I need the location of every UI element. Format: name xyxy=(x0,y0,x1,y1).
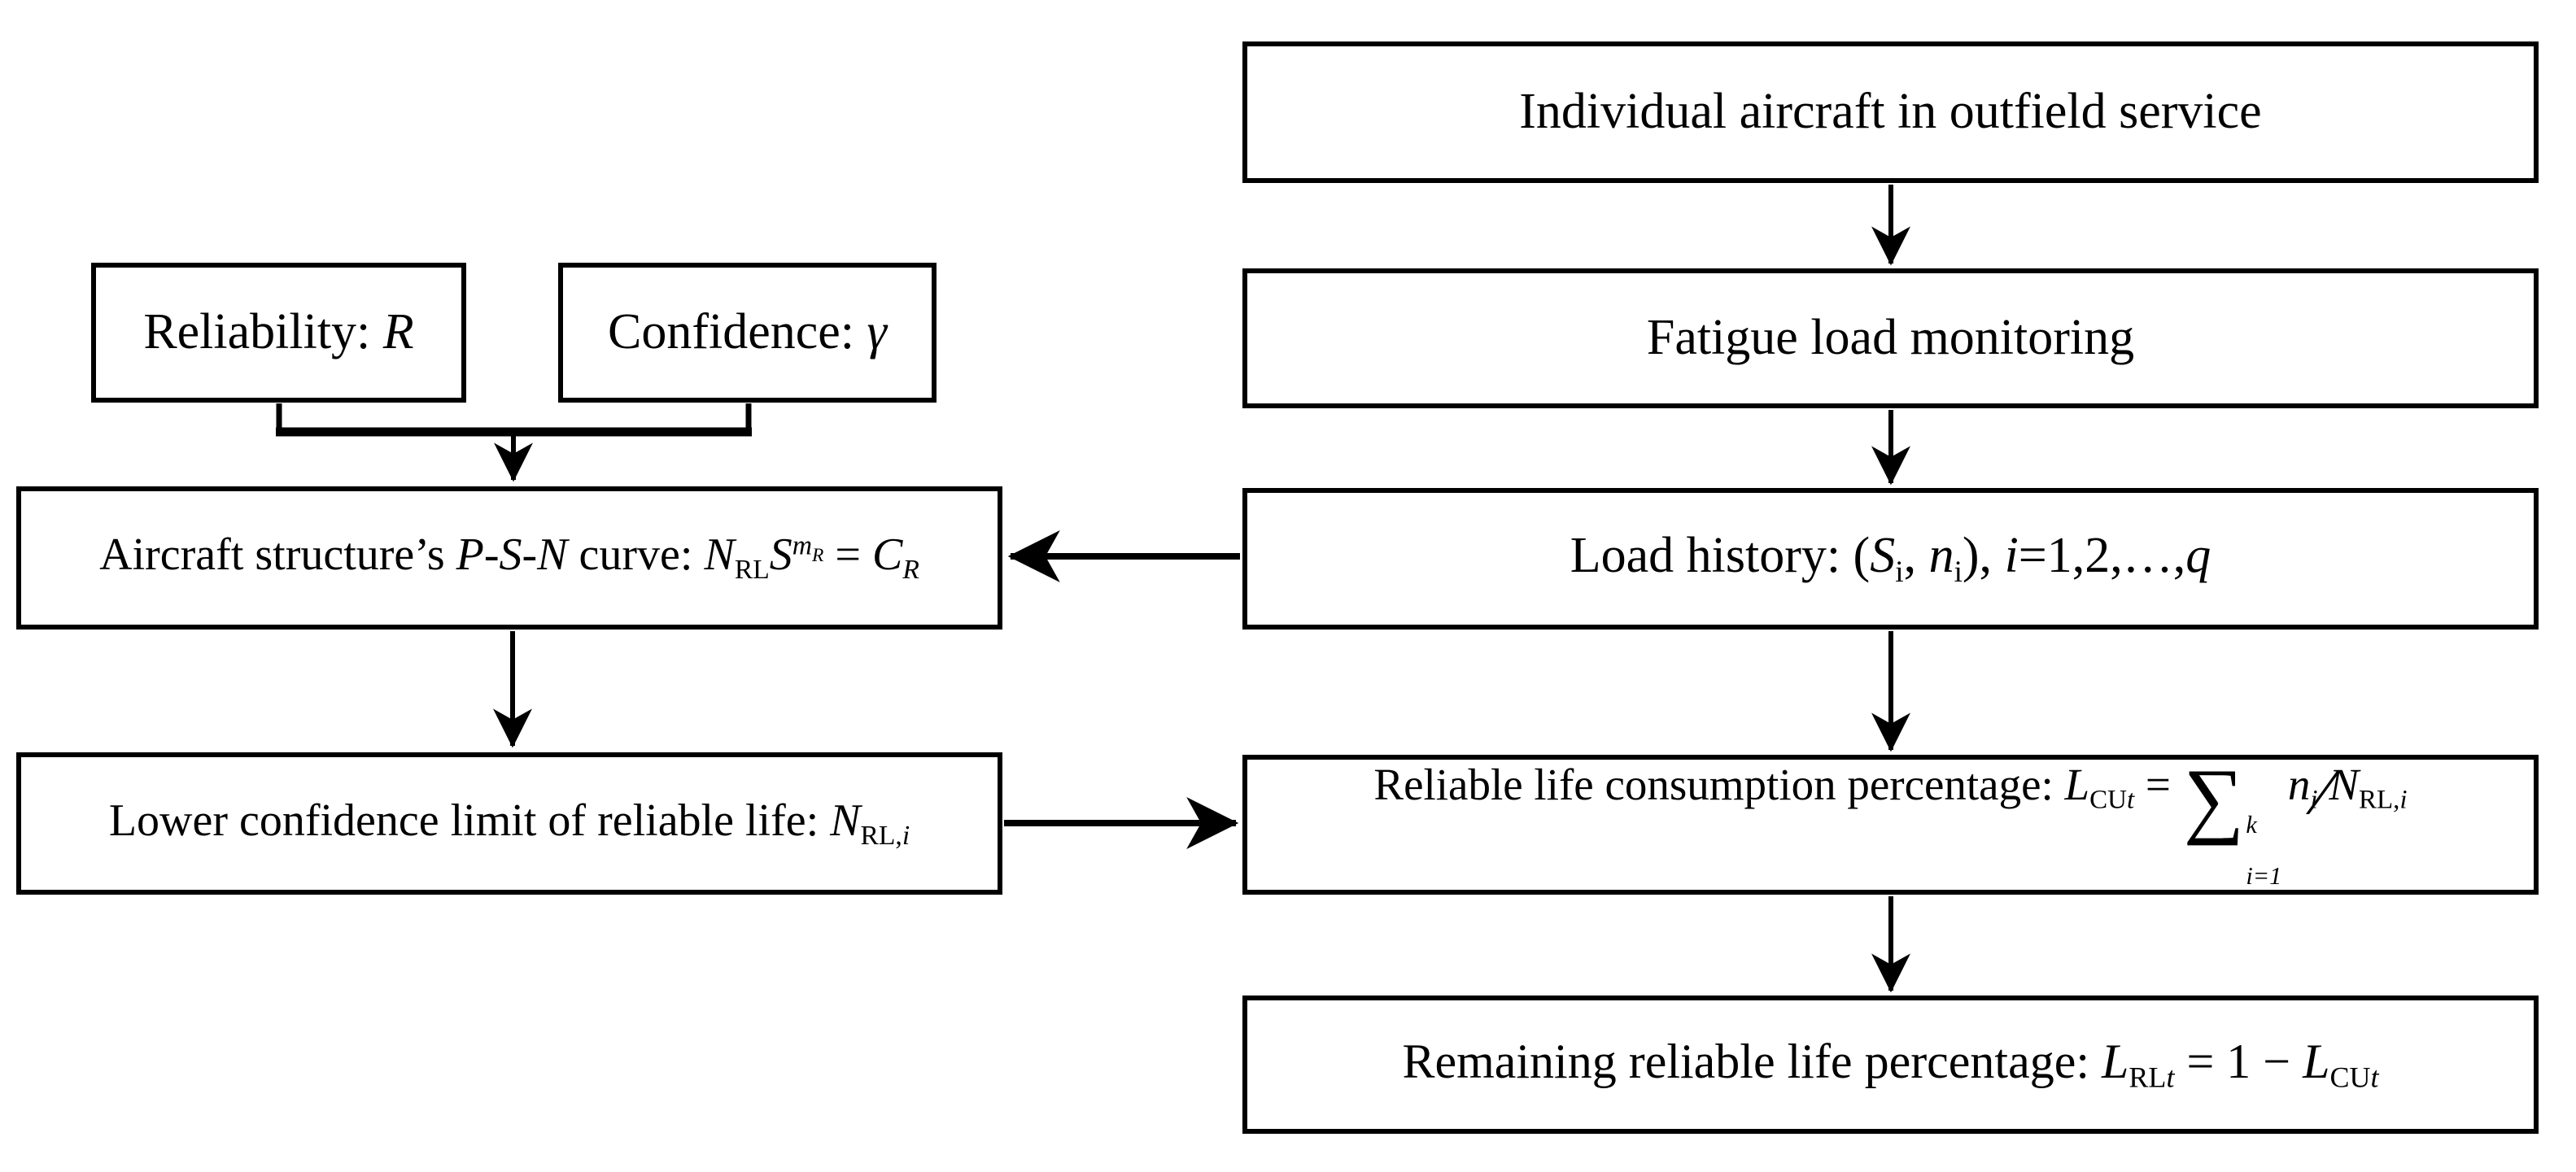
box-reliable-life-consumption: Reliable life consumption percentage: LC… xyxy=(1242,755,2539,895)
box-psn-curve-label: Aircraft structure’s P-S-N curve: NRLSmR… xyxy=(99,529,919,586)
merge-bracket-verticals xyxy=(276,403,752,432)
box-lower-confidence-limit-label: Lower confidence limit of reliable life:… xyxy=(108,795,910,851)
box-load-history: Load history: (Si, ni), i=1,2,…,q xyxy=(1242,488,2539,630)
box-reliability-label: Reliability: R xyxy=(143,304,414,360)
box-reliability: Reliability: R xyxy=(91,263,466,403)
box-load-history-label: Load history: (Si, ni), i=1,2,…,q xyxy=(1570,528,2211,589)
box-remaining-reliable-life-label: Remaining reliable life percentage: LRLt… xyxy=(1402,1034,2379,1094)
box-fatigue-load-monitoring-label: Fatigue load monitoring xyxy=(1646,310,2135,366)
box-confidence-label: Confidence: γ xyxy=(608,304,887,360)
box-psn-curve: Aircraft structure’s P-S-N curve: NRLSmR… xyxy=(16,486,1002,630)
box-remaining-reliable-life: Remaining reliable life percentage: LRLt… xyxy=(1242,996,2539,1134)
box-confidence: Confidence: γ xyxy=(558,263,937,403)
box-individual-aircraft: Individual aircraft in outfield service xyxy=(1242,41,2539,183)
box-lower-confidence-limit: Lower confidence limit of reliable life:… xyxy=(16,752,1002,895)
box-individual-aircraft-label: Individual aircraft in outfield service xyxy=(1519,84,2262,140)
box-reliable-life-consumption-label: Reliable life consumption percentage: LC… xyxy=(1373,752,2408,891)
box-fatigue-load-monitoring: Fatigue load monitoring xyxy=(1242,268,2539,408)
